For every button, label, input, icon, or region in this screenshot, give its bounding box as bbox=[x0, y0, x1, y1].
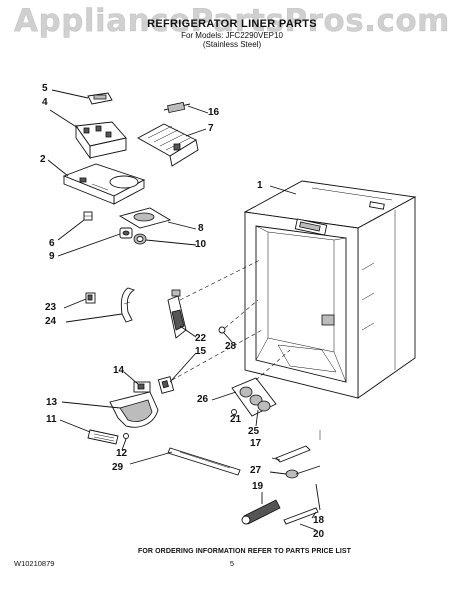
callout-23: 23 bbox=[45, 302, 57, 313]
callout-8: 8 bbox=[198, 223, 204, 234]
watermark: AppliancePartsPros.com bbox=[14, 3, 450, 40]
part-7-cover bbox=[137, 123, 199, 167]
callout-13: 13 bbox=[46, 397, 58, 408]
part-29-rail bbox=[167, 447, 241, 476]
callout-11: 11 bbox=[46, 414, 57, 425]
part-10-motor bbox=[133, 233, 147, 245]
part-9-knob bbox=[119, 227, 133, 239]
finish-line: (Stainless Steel) bbox=[202, 40, 262, 49]
part-5-bracket bbox=[87, 92, 113, 105]
callout-7: 7 bbox=[208, 123, 214, 134]
part-13-14-dispenser bbox=[109, 381, 159, 428]
callout-14: 14 bbox=[113, 365, 125, 376]
part-20-link bbox=[299, 523, 317, 531]
callout-6: 6 bbox=[49, 238, 55, 249]
part-6-fastener bbox=[83, 211, 93, 221]
callout-19: 19 bbox=[252, 481, 264, 492]
callout-15: 15 bbox=[195, 346, 207, 357]
part-11-grille bbox=[87, 429, 119, 445]
part-23-clip bbox=[85, 292, 96, 304]
part-18-arm bbox=[283, 483, 321, 525]
callout-5: 5 bbox=[42, 83, 48, 94]
ordering-note: FOR ORDERING INFORMATION REFER TO PARTS … bbox=[138, 548, 352, 555]
part-19-roller bbox=[241, 499, 281, 525]
part-17-shaft bbox=[275, 445, 311, 463]
callout-22: 22 bbox=[195, 333, 207, 344]
callout-16: 16 bbox=[208, 107, 220, 118]
part-25-26-rack bbox=[231, 377, 277, 417]
callout-29: 29 bbox=[112, 462, 124, 473]
part-15-switch bbox=[157, 376, 175, 394]
refrigerator-liner bbox=[243, 180, 417, 399]
part-2-tray bbox=[62, 163, 146, 205]
page-title: REFRIGERATOR LINER PARTS bbox=[147, 18, 317, 30]
callout-28: 28 bbox=[225, 341, 237, 352]
callout-26: 26 bbox=[197, 394, 209, 405]
page-number: 5 bbox=[229, 559, 235, 568]
callout-27: 27 bbox=[250, 465, 262, 476]
callout-25: 25 bbox=[248, 426, 260, 437]
part-8-damper bbox=[118, 207, 172, 229]
part-24-tube bbox=[120, 287, 136, 323]
callout-12: 12 bbox=[116, 448, 128, 459]
part-4-housing bbox=[75, 121, 127, 160]
callout-24: 24 bbox=[45, 316, 57, 327]
part-12-screw bbox=[123, 433, 129, 439]
part-22-bracket bbox=[167, 289, 187, 339]
callout-21: 21 bbox=[230, 414, 242, 425]
callout-9: 9 bbox=[49, 251, 55, 262]
callout-4: 4 bbox=[42, 97, 48, 108]
callout-17: 17 bbox=[250, 438, 262, 449]
callout-1: 1 bbox=[257, 180, 263, 191]
part-27-coupler bbox=[285, 465, 321, 479]
part-28-screw bbox=[218, 326, 226, 334]
callout-20: 20 bbox=[313, 529, 325, 540]
callout-2: 2 bbox=[40, 154, 46, 165]
models-line: For Models: JFC2290VEP10 bbox=[181, 31, 283, 40]
callout-18: 18 bbox=[313, 515, 325, 526]
part-16-pin bbox=[163, 101, 191, 114]
callout-10: 10 bbox=[195, 239, 207, 250]
document-number: W10210879 bbox=[14, 559, 55, 568]
